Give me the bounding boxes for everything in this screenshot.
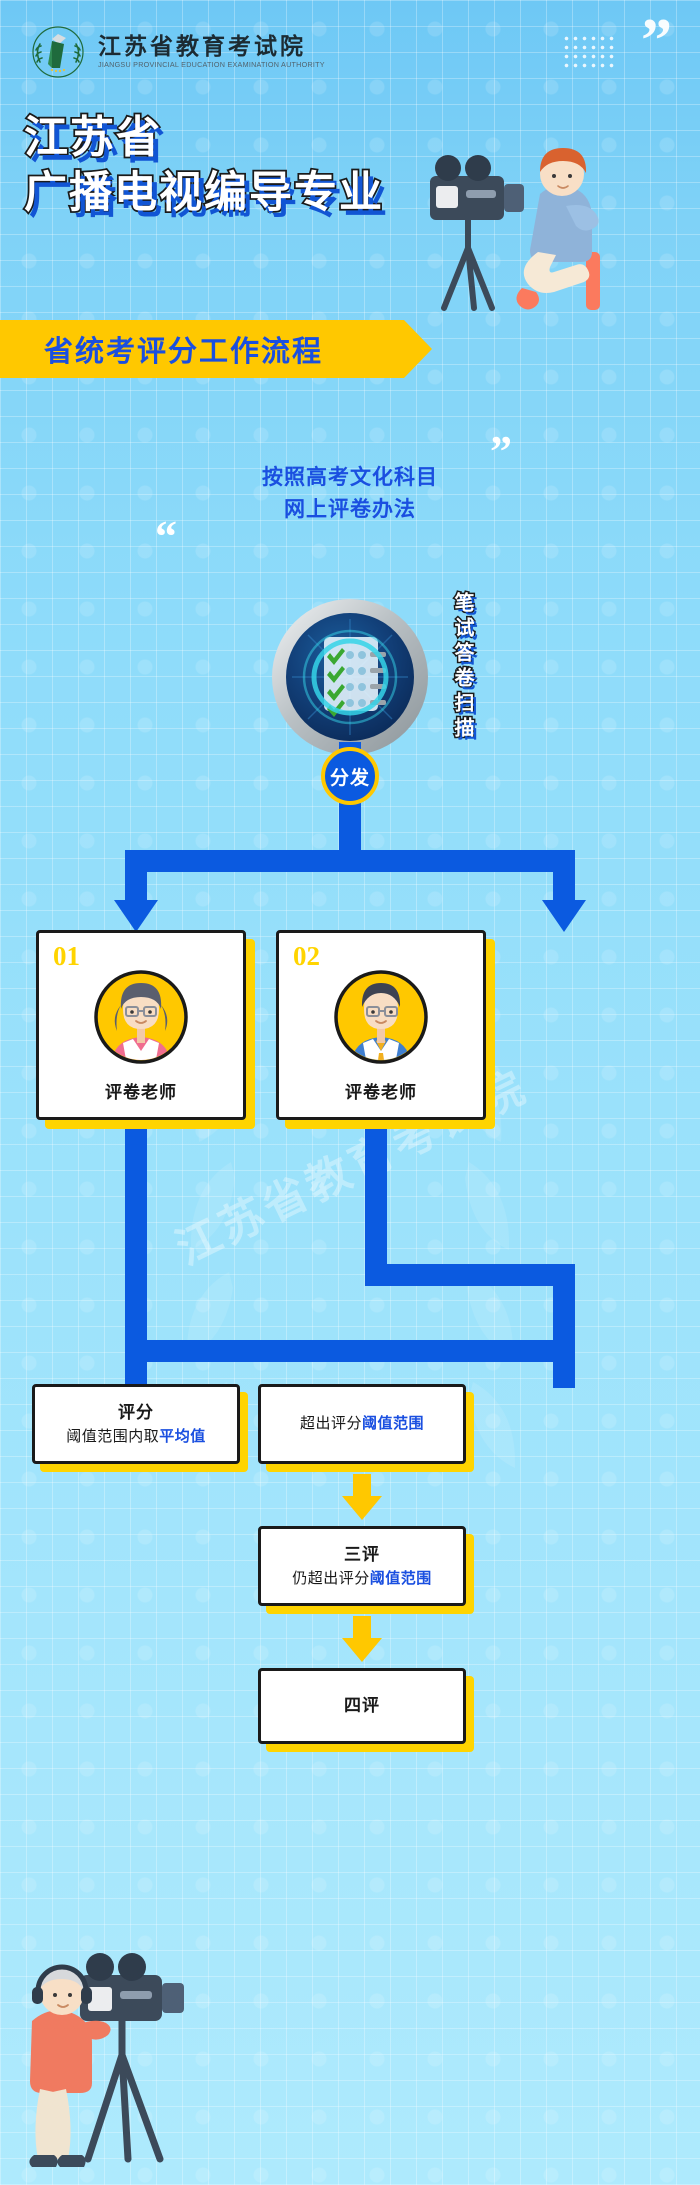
connector-split-right-down xyxy=(553,850,575,902)
down-arrow-icon xyxy=(542,900,586,932)
grader-card[interactable]: 02 xyxy=(276,930,486,1120)
result-title: 评分 xyxy=(118,1403,154,1422)
result-box-within-threshold[interactable]: 评分 阈值范围内取平均值 xyxy=(32,1384,240,1464)
page-title: 江苏省 广播电视编导专业 xyxy=(22,110,384,221)
quotation-mark-icon: “ xyxy=(155,512,177,561)
grader-card-label: 评卷老师 xyxy=(345,1083,417,1102)
flow-section: 江苏省教育考试院 按照高考文化科目 网上评卷办法 “ ” xyxy=(0,412,700,2185)
connector-result-left-down xyxy=(125,1340,147,1388)
connector-split-left-down xyxy=(125,850,147,902)
connector-card1-down xyxy=(125,1120,147,1340)
connector-split-vertical xyxy=(339,804,361,850)
person-with-video-camera-icon xyxy=(390,102,690,322)
connector-lower-horizontal xyxy=(125,1340,575,1362)
organization-logo: 江苏省教育考试院 JIANGSU PROVINCIAL EDUCATION EX… xyxy=(30,24,325,80)
third-review-title: 三评 xyxy=(344,1545,380,1564)
hero-section: 江苏省 广播电视编导专业 省统考评分工作流程 xyxy=(0,92,700,412)
connector-card2-down xyxy=(365,1120,387,1264)
title-line-1: 江苏省 xyxy=(22,111,162,164)
flow-subtitle: 按照高考文化科目 网上评卷办法 xyxy=(0,462,700,525)
dot-grid-decoration xyxy=(562,34,614,68)
down-arrow-icon xyxy=(114,900,158,932)
third-review-detail: 仍超出评分阈值范围 xyxy=(292,1568,432,1591)
result-detail: 阈值范围内取平均值 xyxy=(66,1426,206,1449)
org-name-cn: 江苏省教育考试院 xyxy=(98,33,306,59)
result-detail-highlight: 平均值 xyxy=(159,1427,206,1445)
distribute-badge: 分发 xyxy=(321,747,379,805)
title-line-2: 广播电视编导专业 xyxy=(22,168,384,220)
female-teacher-avatar-icon xyxy=(93,969,189,1065)
subtitle-line-1: 按照高考文化科目 xyxy=(262,466,438,489)
scanner-lens-document-icon xyxy=(270,597,430,757)
fourth-review-title: 四评 xyxy=(344,1696,380,1716)
result-exceed-text: 超出评分阈值范围 xyxy=(300,1413,424,1436)
connector-result-right-down xyxy=(553,1340,575,1388)
subtitle-line-2: 网上评卷办法 xyxy=(284,497,416,521)
connector-merge-right-down xyxy=(553,1264,575,1340)
laurel-torch-emblem-icon xyxy=(30,24,86,80)
photographer-with-tripod-camera-icon xyxy=(10,1897,220,2177)
result-box-third-review[interactable]: 三评 仍超出评分阈值范围 xyxy=(258,1526,466,1606)
header: 江苏省教育考试院 JIANGSU PROVINCIAL EDUCATION EX… xyxy=(0,0,700,92)
result-box-exceed-threshold[interactable]: 超出评分阈值范围 xyxy=(258,1384,466,1464)
organization-name: 江苏省教育考试院 JIANGSU PROVINCIAL EDUCATION EX… xyxy=(98,33,325,70)
grader-card[interactable]: 01 xyxy=(36,930,246,1120)
result-box-fourth-review[interactable]: 四评 xyxy=(258,1668,466,1744)
ribbon-banner: 省统考评分工作流程 xyxy=(0,320,432,378)
org-name-en: JIANGSU PROVINCIAL EDUCATION EXAMINATION… xyxy=(98,60,325,69)
down-arrow-icon xyxy=(342,1474,382,1520)
grader-card-number: 02 xyxy=(293,941,320,971)
result-detail-prefix: 阈值范围内取 xyxy=(66,1427,160,1445)
scan-step-label: 笔试答卷扫描 xyxy=(450,591,475,744)
result-exceed-prefix: 超出评分 xyxy=(299,1414,362,1432)
third-review-highlight: 阈值范围 xyxy=(369,1569,432,1587)
connector-split-horizontal xyxy=(125,850,575,872)
quotation-mark-icon: ” xyxy=(490,427,512,476)
quotation-mark-icon: ” xyxy=(641,7,672,75)
down-arrow-icon xyxy=(342,1616,382,1662)
ribbon-label: 省统考评分工作流程 xyxy=(44,336,324,368)
grader-card-label: 评卷老师 xyxy=(105,1083,177,1102)
result-exceed-highlight: 阈值范围 xyxy=(362,1414,425,1432)
third-review-prefix: 仍超出评分 xyxy=(292,1569,370,1587)
grader-card-number: 01 xyxy=(53,941,80,971)
connector-merge-horizontal xyxy=(365,1264,575,1286)
male-teacher-avatar-icon xyxy=(333,969,429,1065)
